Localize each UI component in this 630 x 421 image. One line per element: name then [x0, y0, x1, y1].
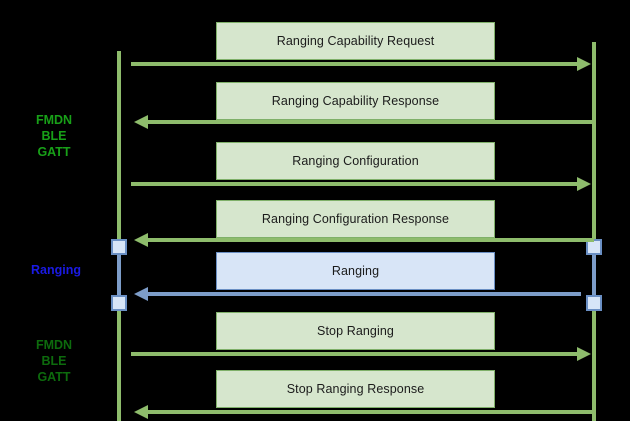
- message-box-ranging-capability-request[interactable]: Ranging Capability Request: [216, 22, 495, 60]
- message-arrow-ranging-capability-response[interactable]: [134, 115, 594, 129]
- phase-label-fmdn-ble-gatt-top: FMDN BLE GATT: [35, 113, 73, 159]
- message-box-ranging[interactable]: Ranging: [216, 252, 495, 290]
- right-lifeline-segment-bottom: [592, 300, 596, 421]
- phase-label-ranging: Ranging: [31, 263, 81, 277]
- message-box-ranging-configuration[interactable]: Ranging Configuration: [216, 142, 495, 180]
- arrow-head-left-icon: [134, 405, 148, 419]
- phase-label-fmdn-ble-gatt-bottom: FMDN BLE GATT: [35, 338, 73, 384]
- arrow-shaft: [131, 352, 578, 356]
- left-ranging-start-node[interactable]: [111, 239, 127, 255]
- arrow-shaft: [147, 292, 581, 296]
- right-ranging-start-node[interactable]: [586, 239, 602, 255]
- left-lifeline-segment-ranging: [117, 246, 121, 302]
- left-lifeline-segment-bottom: [117, 300, 121, 421]
- right-lifeline-segment-top: [592, 42, 596, 241]
- message-arrow-ranging-configuration[interactable]: [131, 177, 591, 191]
- arrow-head-right-icon: [577, 347, 591, 361]
- message-box-ranging-configuration-response[interactable]: Ranging Configuration Response: [216, 200, 495, 238]
- right-ranging-end-node[interactable]: [586, 295, 602, 311]
- arrow-shaft: [147, 120, 594, 124]
- arrow-head-right-icon: [577, 177, 591, 191]
- right-lifeline-segment-ranging: [592, 246, 596, 302]
- arrow-shaft: [147, 238, 594, 242]
- arrow-head-left-icon: [134, 233, 148, 247]
- arrow-shaft: [147, 410, 594, 414]
- arrow-shaft: [131, 62, 578, 66]
- message-arrow-ranging-capability-request[interactable]: [131, 57, 591, 71]
- arrow-head-left-icon: [134, 115, 148, 129]
- message-arrow-stop-ranging-response[interactable]: [134, 405, 594, 419]
- arrow-head-right-icon: [577, 57, 591, 71]
- message-arrow-stop-ranging[interactable]: [131, 347, 591, 361]
- arrow-shaft: [131, 182, 578, 186]
- message-arrow-ranging-configuration-response[interactable]: [134, 233, 594, 247]
- message-box-stop-ranging-response[interactable]: Stop Ranging Response: [216, 370, 495, 408]
- arrow-head-left-icon: [134, 287, 148, 301]
- left-lifeline-segment-top: [117, 51, 121, 241]
- message-arrow-ranging[interactable]: [134, 287, 581, 301]
- message-box-stop-ranging[interactable]: Stop Ranging: [216, 312, 495, 350]
- left-ranging-end-node[interactable]: [111, 295, 127, 311]
- message-box-ranging-capability-response[interactable]: Ranging Capability Response: [216, 82, 495, 120]
